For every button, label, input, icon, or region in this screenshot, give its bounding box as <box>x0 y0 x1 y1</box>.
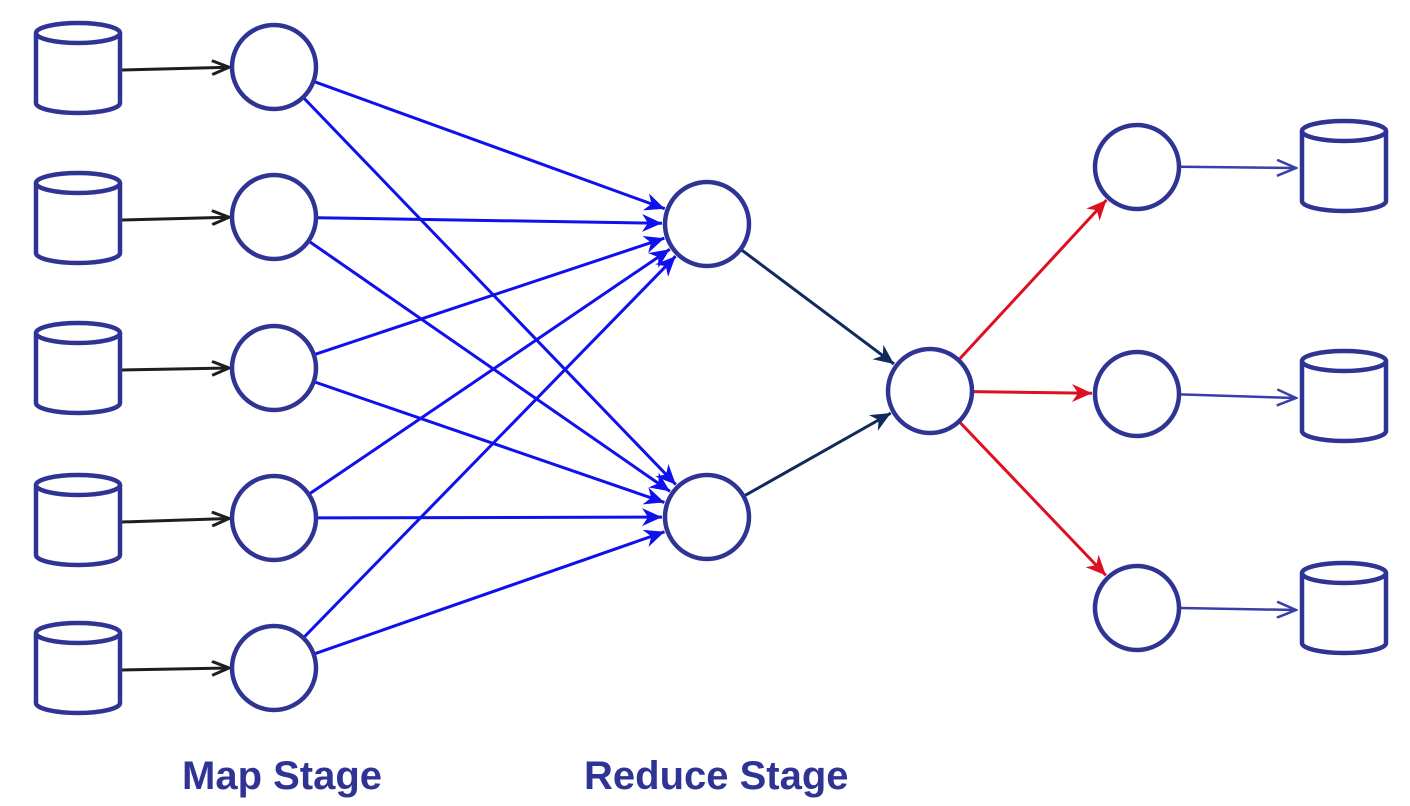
edge-input-db-in-4-to-map-4 <box>121 519 229 523</box>
map-stage-label: Map Stage <box>182 754 383 798</box>
edge-input-db-in-5-to-map-5 <box>121 668 229 670</box>
edge-output-out-3-to-db-out-3 <box>1179 608 1296 610</box>
edge-merge-reduce-2-to-combine <box>743 411 892 498</box>
edge-fanout-combine-to-out-3 <box>958 421 1107 577</box>
edges-layer <box>121 67 1296 670</box>
map-1-node <box>229 22 319 112</box>
map-5-node <box>229 623 319 713</box>
edge-output-out-2-to-db-out-2 <box>1179 394 1296 398</box>
edge-input-db-in-2-to-map-2 <box>121 217 229 220</box>
edge-shuffle-map-4-to-reduce-2 <box>316 508 663 527</box>
nodes-layer <box>33 20 1389 716</box>
map-4-node <box>229 473 319 563</box>
edge-shuffle-map-5-to-reduce-1 <box>302 255 677 639</box>
map-3-node <box>229 323 319 413</box>
edge-shuffle-map-3-to-reduce-1 <box>314 235 665 356</box>
db-in-3-database-icon <box>33 320 123 416</box>
edge-merge-reduce-1-to-combine <box>740 248 895 366</box>
out-1-node <box>1092 122 1182 212</box>
edge-shuffle-map-2-to-reduce-1 <box>316 213 663 232</box>
db-in-4-database-icon <box>33 472 123 568</box>
edge-shuffle-map-5-to-reduce-2 <box>314 529 665 656</box>
edge-input-db-in-3-to-map-3 <box>121 368 229 370</box>
reduce-1-node <box>662 179 752 269</box>
db-out-3-database-icon <box>1299 560 1389 656</box>
reduce-stage-label: Reduce Stage <box>584 754 849 798</box>
edge-shuffle-map-4-to-reduce-1 <box>308 248 671 496</box>
edge-fanout-combine-to-out-1 <box>958 198 1108 361</box>
out-2-node <box>1092 349 1182 439</box>
db-out-2-database-icon <box>1299 348 1389 444</box>
db-in-2-database-icon <box>33 170 123 266</box>
map-2-node <box>229 172 319 262</box>
edge-fanout-combine-to-out-2 <box>972 384 1093 403</box>
edge-output-out-1-to-db-out-1 <box>1179 167 1296 168</box>
db-out-1-database-icon <box>1299 118 1389 214</box>
edge-shuffle-map-1-to-reduce-1 <box>313 80 666 211</box>
combine-node <box>885 346 975 436</box>
reduce-2-node <box>662 472 752 562</box>
edge-shuffle-map-3-to-reduce-2 <box>314 380 665 505</box>
out-3-node <box>1092 563 1182 653</box>
db-in-1-database-icon <box>33 20 123 116</box>
edge-input-db-in-1-to-map-1 <box>121 67 229 70</box>
edge-shuffle-map-2-to-reduce-2 <box>308 240 671 493</box>
edge-shuffle-map-1-to-reduce-2 <box>302 96 677 486</box>
db-in-5-database-icon <box>33 620 123 716</box>
